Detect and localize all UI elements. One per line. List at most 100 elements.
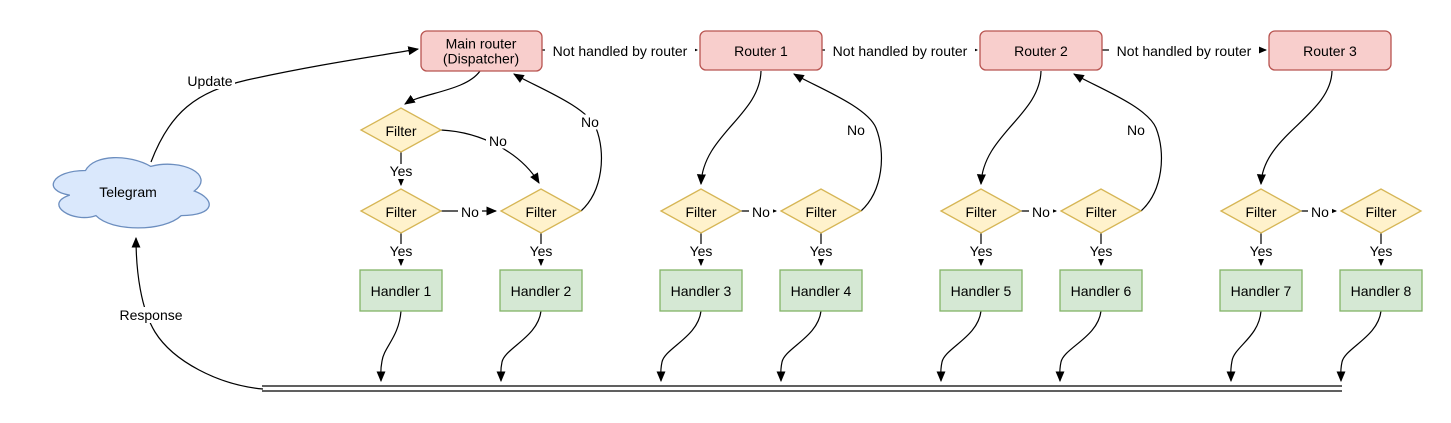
filter-label: Filter [1085,204,1116,220]
filter-diamond-r1-left [659,188,743,234]
main-router-label-line2: (Dispatcher) [443,51,519,67]
handler2-to-bus-edge [496,310,542,383]
filter-diamond-r3-right [1339,188,1423,234]
handler-6-label: Handler 6 [1071,283,1132,299]
main-router-box [420,30,543,72]
no-label-bg [458,204,482,220]
no-label: No [489,133,507,149]
yes-label: Yes [530,243,553,259]
filter-label: Filter [525,204,556,220]
handler-8-box [1339,269,1423,312]
yes-label: Yes [810,243,833,259]
response-edge [131,236,264,390]
no-label: No [581,114,599,130]
yes-label-bg [967,244,995,259]
yes-label-bg [387,164,415,179]
filter-label: Filter [685,204,716,220]
yes-label: Yes [1090,243,1113,259]
not-handled-label-3: Not handled by router [1117,43,1252,59]
handler-1-box [359,269,443,312]
dispatcher-to-filter-edge [404,70,481,105]
filter-label: Filter [1365,204,1396,220]
no-label-bg [1029,204,1053,220]
handler7-to-bus-edge [1226,310,1262,383]
not-handled-label-bg [825,42,975,59]
router3-to-filter-edge [1256,70,1333,186]
filter-label: Filter [805,204,836,220]
yes-label: Yes [1250,243,1273,259]
yes-label-bg [1367,244,1395,259]
response-label-bg [117,307,185,323]
router-2-box [979,30,1103,71]
no-label-bg [749,204,773,220]
handler-1-label: Handler 1 [371,283,432,299]
yes-label: Yes [1370,243,1393,259]
not-handled-label-bg [545,42,695,59]
filter-label: Filter [385,123,416,139]
handler-6-box [1059,269,1143,312]
yes-label-bg [1247,244,1275,259]
handler8-to-bus-edge [1336,310,1382,383]
router2-to-filter-edge [976,70,1042,186]
handler-3-box [659,269,743,312]
not-handled-label-1: Not handled by router [553,43,688,59]
handler-2-label: Handler 2 [511,283,572,299]
yes-label: Yes [970,243,993,259]
filter-label: Filter [965,204,996,220]
yes-label-bg [1087,244,1115,259]
no-label: No [752,204,770,220]
yes-label-bg [387,244,415,259]
router-2-label: Router 2 [1014,43,1068,59]
telegram-label: Telegram [99,184,157,200]
yes-label: Yes [690,243,713,259]
filter-diamond-r2-right [1059,188,1143,234]
no-label: No [461,204,479,220]
handler-7-box [1219,269,1303,312]
yes-label-bg [527,244,555,259]
handler-4-box [779,269,863,312]
main-router-label-line1: Main router [446,36,517,52]
handler3-to-bus-edge [656,310,702,383]
filter-label: Filter [1245,204,1276,220]
handler-5-box [939,269,1023,312]
router-3-label: Router 3 [1303,43,1357,59]
no-label: No [1311,204,1329,220]
handler-4-label: Handler 4 [791,283,852,299]
no-label-bg [578,114,602,130]
response-label: Response [119,307,182,323]
no-label-bg [486,133,510,149]
handler-8-label: Handler 8 [1351,283,1412,299]
filter-label: Filter [385,204,416,220]
filter-diamond-r2-left [939,188,1023,234]
filter-loop-no-edge-r2 [1073,73,1162,212]
update-label-bg [185,73,235,89]
filter-diamond-r3-left [1219,188,1303,234]
filter-loop-no-edge-r1 [793,73,882,212]
no-label-bg [1308,204,1332,220]
no-label: No [1127,122,1145,138]
handler6-to-bus-edge [1055,310,1102,383]
filter-loop-no-edge-d [513,73,602,212]
update-edge [150,46,420,163]
handler4-to-bus-edge [776,310,822,383]
handler5-to-bus-edge [936,310,982,383]
filter-diamond-d-right [499,188,583,234]
router-1-label: Router 1 [734,43,788,59]
filter-diamond-d-left [359,188,443,234]
yes-label: Yes [390,243,413,259]
handler-7-label: Handler 7 [1231,283,1292,299]
filter-diamond-r1-right [779,188,863,234]
handler-5-label: Handler 5 [951,283,1012,299]
router-3-box [1268,30,1392,71]
telegram-cloud [52,156,210,229]
handler-2-box [499,269,583,312]
yes-label-bg [687,244,715,259]
no-label: No [1032,204,1050,220]
filter-diamond-d-top [359,107,443,153]
router1-to-filter-edge [696,70,762,186]
handler1-to-bus-edge [376,310,402,383]
not-handled-label-bg [1109,42,1259,59]
not-handled-label-2: Not handled by router [833,43,968,59]
